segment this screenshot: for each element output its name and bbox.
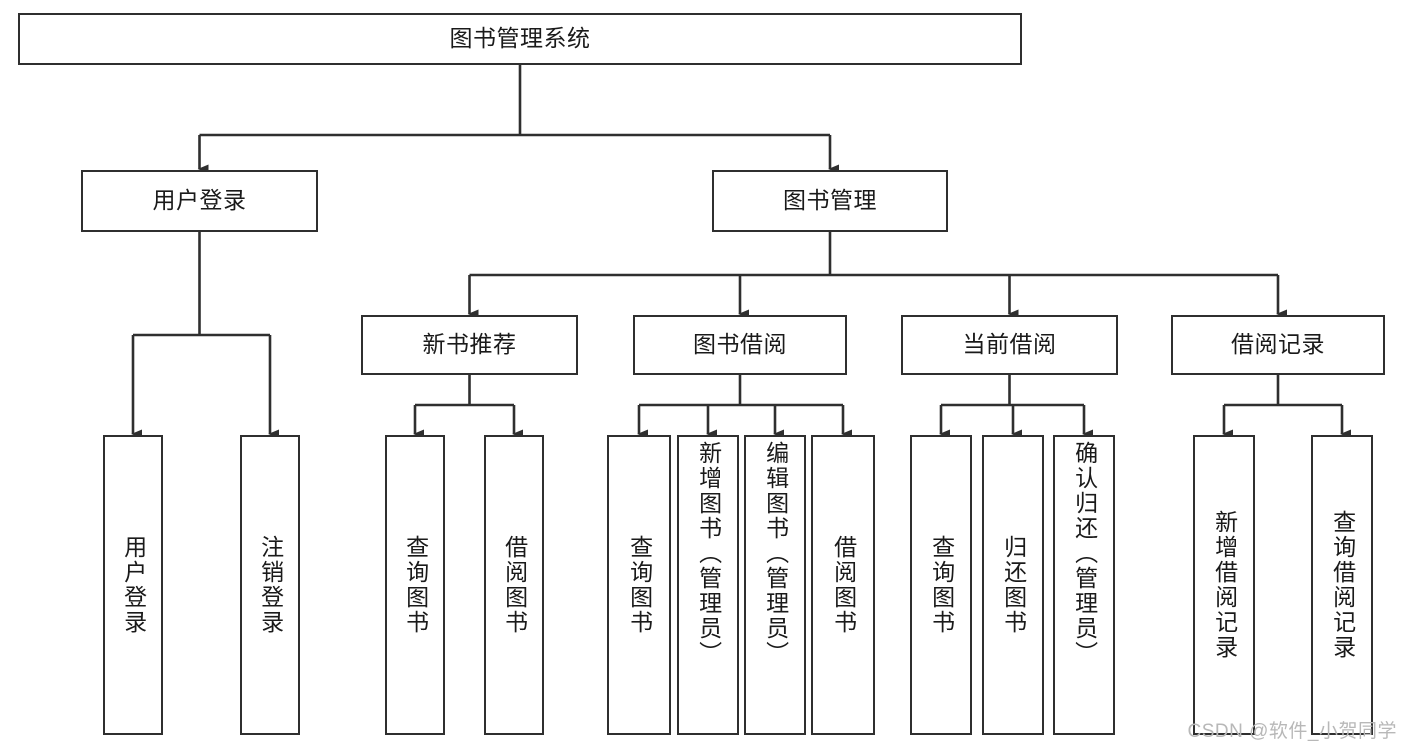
node-label: 确认归还（管理员）	[1071, 441, 1098, 666]
node-label: 图书借阅	[693, 331, 787, 358]
node-label: 注销登录	[257, 535, 284, 635]
node-bookmgmt[interactable]: 图书管理	[712, 170, 948, 232]
node-label: 查询图书	[928, 535, 955, 635]
node-records[interactable]: 借阅记录	[1171, 315, 1385, 375]
node-leaf-b-query[interactable]: 查询图书	[607, 435, 671, 735]
node-label: 用户登录	[120, 535, 147, 635]
node-leaf-user-login[interactable]: 用户登录	[103, 435, 163, 735]
node-label: 新书推荐	[422, 331, 517, 358]
node-label: 用户登录	[152, 187, 247, 214]
node-login[interactable]: 用户登录	[81, 170, 318, 232]
node-label: 查询借阅记录	[1329, 510, 1356, 660]
node-label: 图书管理	[783, 187, 877, 214]
node-label: 借阅图书	[501, 535, 528, 635]
node-label: 编辑图书（管理员）	[762, 441, 789, 666]
node-leaf-c-confirm[interactable]: 确认归还（管理员）	[1053, 435, 1115, 735]
node-leaf-user-logout[interactable]: 注销登录	[240, 435, 300, 735]
node-newrec[interactable]: 新书推荐	[361, 315, 578, 375]
node-label: 查询图书	[626, 535, 653, 635]
node-leaf-r-query[interactable]: 查询借阅记录	[1311, 435, 1373, 735]
node-label: 查询图书	[402, 535, 429, 635]
node-leaf-r-add[interactable]: 新增借阅记录	[1193, 435, 1255, 735]
node-label: 图书管理系统	[449, 25, 591, 52]
node-leaf-b-add[interactable]: 新增图书（管理员）	[677, 435, 739, 735]
node-label: 归还图书	[1000, 535, 1027, 635]
node-leaf-b-lend[interactable]: 借阅图书	[811, 435, 875, 735]
node-label: 新增图书（管理员）	[695, 441, 722, 666]
node-label: 借阅图书	[830, 535, 857, 635]
node-label: 新增借阅记录	[1211, 510, 1238, 660]
node-root[interactable]: 图书管理系统	[18, 13, 1022, 65]
node-leaf-new-borrow[interactable]: 借阅图书	[484, 435, 544, 735]
node-leaf-c-query[interactable]: 查询图书	[910, 435, 972, 735]
node-label: 当前借阅	[962, 331, 1057, 358]
node-leaf-b-edit[interactable]: 编辑图书（管理员）	[744, 435, 806, 735]
node-current[interactable]: 当前借阅	[901, 315, 1118, 375]
node-borrow[interactable]: 图书借阅	[633, 315, 847, 375]
node-label: 借阅记录	[1231, 331, 1325, 358]
node-leaf-new-query[interactable]: 查询图书	[385, 435, 445, 735]
node-leaf-c-return[interactable]: 归还图书	[982, 435, 1044, 735]
